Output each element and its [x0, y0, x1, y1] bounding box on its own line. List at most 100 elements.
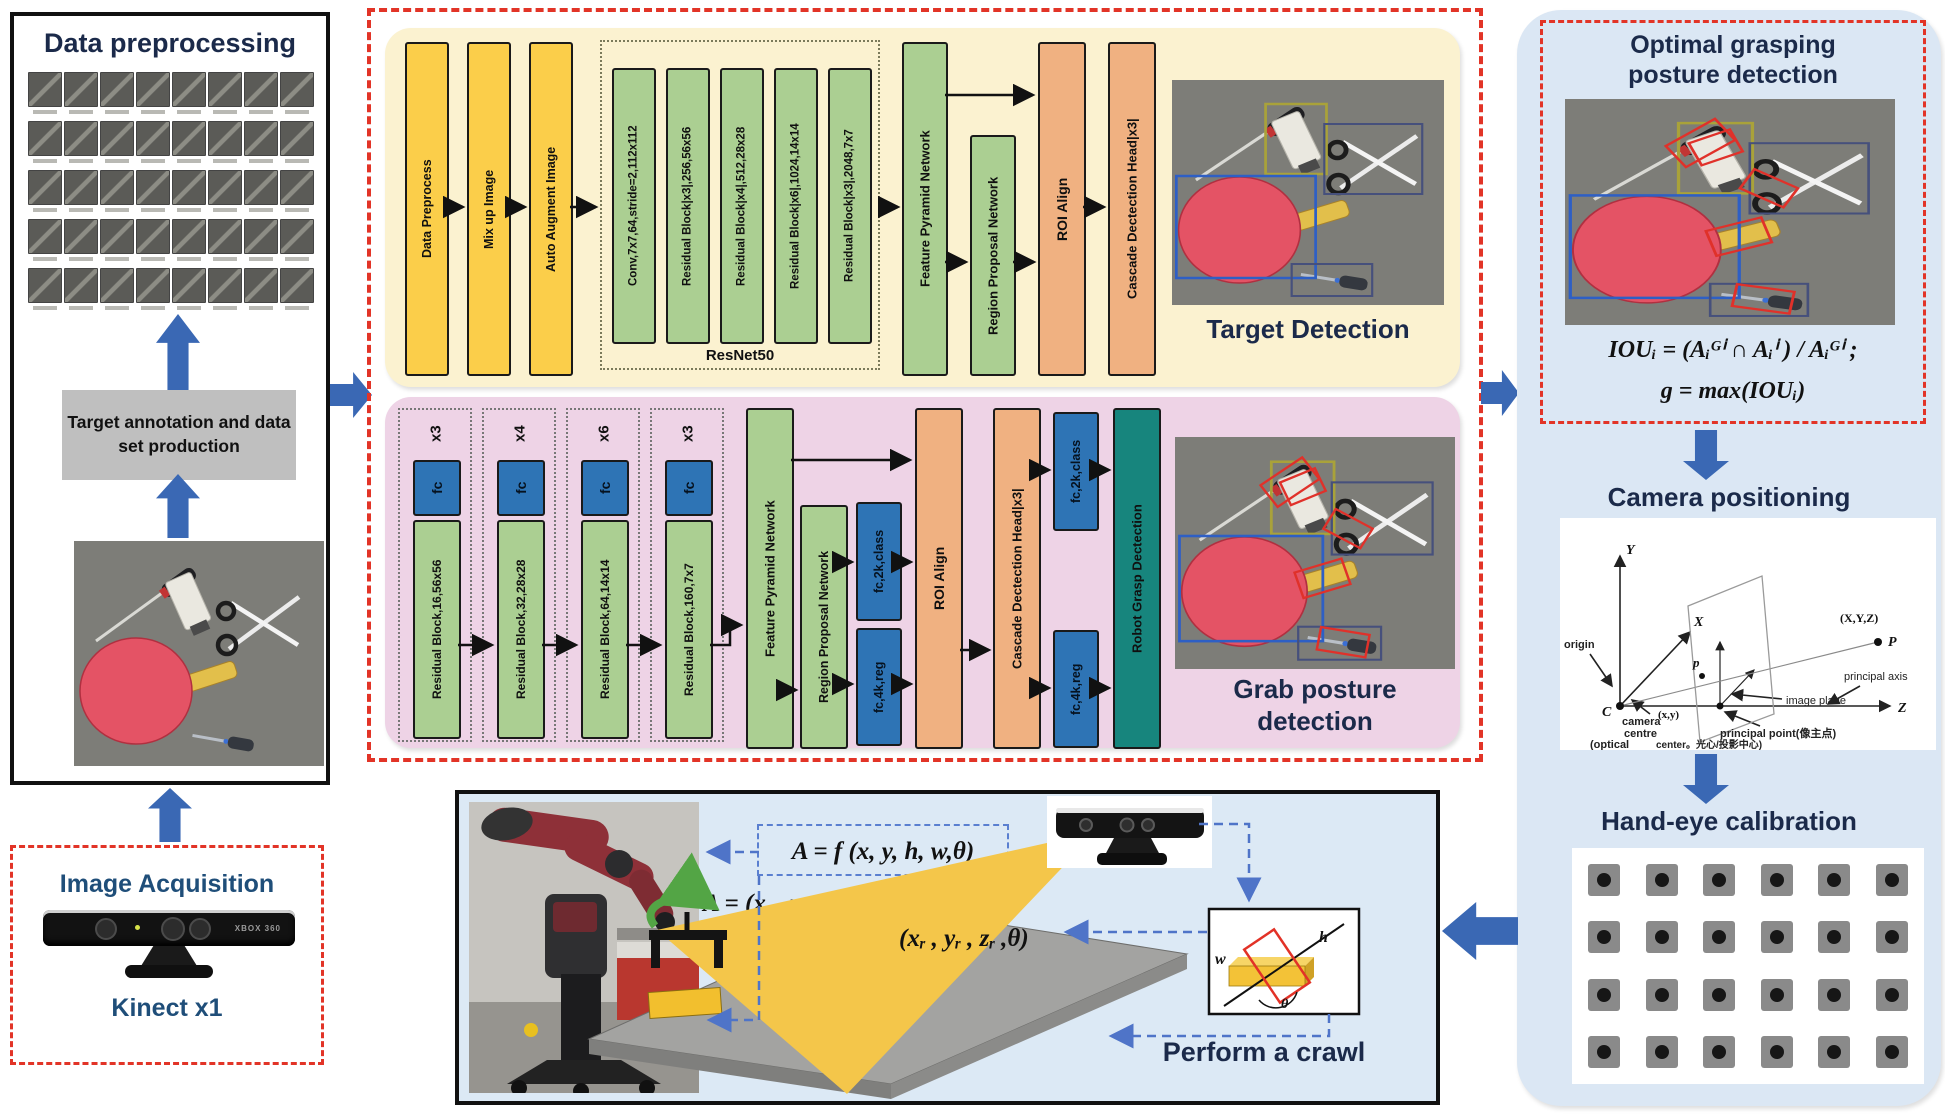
group4-fc: fc	[665, 460, 713, 516]
optimal-title-2: posture detection	[1628, 61, 1838, 89]
dataset-thumbnail	[172, 170, 206, 217]
calibration-marker	[1760, 921, 1793, 954]
calibration-marker	[1588, 864, 1620, 896]
bar-auto-augment: Auto Augment Image	[529, 42, 573, 376]
point-p2-label: p	[1692, 655, 1700, 670]
calibration-marker	[1588, 1035, 1620, 1068]
arrow-handeye-to-crawl	[1442, 902, 1518, 960]
arrow-acquisition-to-preprocessing	[148, 788, 192, 842]
calibration-dot-icon	[1712, 987, 1727, 1002]
dataset-thumbnail	[244, 219, 278, 266]
dataset-thumbnail	[280, 72, 314, 119]
calibration-marker	[1588, 921, 1620, 954]
calibration-dot-icon	[1827, 930, 1842, 945]
calibration-dot-icon	[1712, 930, 1727, 945]
dataset-thumbnail	[172, 219, 206, 266]
grasp-group-4	[650, 408, 724, 742]
optimal-title-1: Optimal grasping	[1630, 31, 1836, 59]
dataset-thumbnail	[136, 170, 170, 217]
bar-robot-grasp-head: Robot Grasp Dectection	[1113, 408, 1161, 749]
crawl-kinect-camera	[1047, 796, 1212, 868]
calibration-dot-icon	[1884, 930, 1899, 945]
xyz-label: (X,Y,Z)	[1840, 611, 1878, 625]
group2-res-bar: Residual Block,32,28x28	[497, 520, 545, 739]
resnet50-label: ResNet50	[705, 347, 775, 364]
dataset-thumbnail	[172, 268, 206, 315]
dataset-thumbnail	[208, 121, 242, 168]
calibration-marker	[1645, 921, 1678, 954]
calibration-dot-icon	[1827, 987, 1842, 1002]
calibration-marker	[1760, 864, 1793, 896]
dataset-thumbnail	[136, 268, 170, 315]
camera-centre-label-2: centre	[1624, 728, 1657, 740]
calibration-dot-icon	[1769, 987, 1784, 1002]
calibration-marker	[1875, 978, 1908, 1011]
kinect-camera-bar: XBOX 360	[43, 910, 295, 946]
kinect-label: Kinect x1	[111, 994, 223, 1022]
dataset-thumbnail	[208, 268, 242, 315]
calibration-marker	[1818, 1035, 1851, 1068]
calibration-dot-icon	[1884, 873, 1899, 887]
group1-fc: fc	[413, 460, 461, 516]
kinect-neck	[141, 946, 197, 966]
calibration-dot-icon	[1597, 1044, 1611, 1059]
perform-crawl-box: A = f (x, y, h, w,θ) A = (xᵣ , yᵣ , zᵣ ,…	[455, 790, 1440, 1105]
bar-rpn-detect: Region Proposal Network	[970, 135, 1016, 376]
group4-mult-label: x3	[679, 425, 697, 443]
bar-res-block-3: Residual Block|x6|,1024,14x14	[774, 68, 818, 344]
data-preprocessing-box: Data preprocessing	[10, 12, 330, 785]
calibration-dot-icon	[1597, 873, 1611, 887]
calibration-marker	[1645, 864, 1678, 896]
axis-x-label: X	[1693, 615, 1704, 630]
origin-label: origin	[1564, 639, 1595, 651]
calibration-dot-icon	[1654, 930, 1669, 945]
calibration-marker	[1875, 864, 1908, 896]
dataset-thumbnail	[28, 219, 62, 266]
dataset-thumbnail	[28, 268, 62, 315]
arrow-photo-to-annotation	[156, 474, 200, 538]
group2-fc: fc	[497, 460, 545, 516]
image-acquisition-title: Image Acquisition	[59, 870, 275, 898]
dataset-thumbnail	[208, 219, 242, 266]
camera-centre-label-1: camera	[1622, 716, 1661, 728]
raw-objects-photo	[74, 541, 324, 766]
bar-res-block-4: Residual Block|x3|,2048,7x7	[828, 68, 872, 344]
calibration-dot-icon	[1827, 1044, 1842, 1059]
dataset-thumbnail	[64, 219, 98, 266]
xy-label: (x,y)	[1658, 709, 1679, 721]
image-plane-label: image plane	[1786, 695, 1846, 707]
dataset-thumbnail	[100, 72, 134, 119]
target-detection-photo	[1172, 80, 1444, 305]
axis-y-label: Y	[1626, 543, 1636, 558]
dataset-thumbnail	[28, 170, 62, 217]
calibration-dot-icon	[1884, 1044, 1899, 1059]
optical-label-1: (optical	[1590, 739, 1629, 750]
bar-cascade-head-detect: Cascade Dectection Head|x3|	[1108, 42, 1156, 376]
dataset-thumbnail	[136, 121, 170, 168]
calibration-marker	[1818, 921, 1851, 954]
calibration-dot-icon	[1769, 873, 1784, 887]
dataset-thumbnail	[280, 121, 314, 168]
calibration-marker	[1588, 978, 1620, 1011]
bar-fpn-detect: Feature Pyramid Network	[902, 42, 948, 376]
arrow-left-to-pipelines	[330, 372, 372, 418]
dataset-thumbnail	[28, 72, 62, 119]
dataset-thumbnail-grid	[28, 72, 314, 317]
group2-mult-label: x4	[511, 425, 529, 443]
target-detection-caption: Target Detection	[1206, 314, 1410, 344]
calibration-dot-icon	[1769, 1044, 1784, 1059]
grasp-group-1	[398, 408, 472, 742]
dataset-thumbnail	[280, 170, 314, 217]
calibration-dot-icon	[1769, 930, 1784, 945]
calibration-dot-icon	[1654, 1044, 1669, 1059]
baxter-robot-photo	[469, 802, 699, 1093]
optimal-grasp-photo	[1565, 99, 1895, 325]
dataset-thumbnail	[28, 121, 62, 168]
axis-z-label: Z	[1897, 701, 1907, 716]
camera-positioning-title: Camera positioning	[1607, 482, 1851, 512]
dataset-thumbnail	[280, 268, 314, 315]
calibration-dot-icon	[1654, 987, 1669, 1002]
calibration-dot-icon	[1712, 1044, 1727, 1059]
arrow-annotation-to-grid	[156, 314, 200, 390]
grasp-group-2	[482, 408, 556, 742]
